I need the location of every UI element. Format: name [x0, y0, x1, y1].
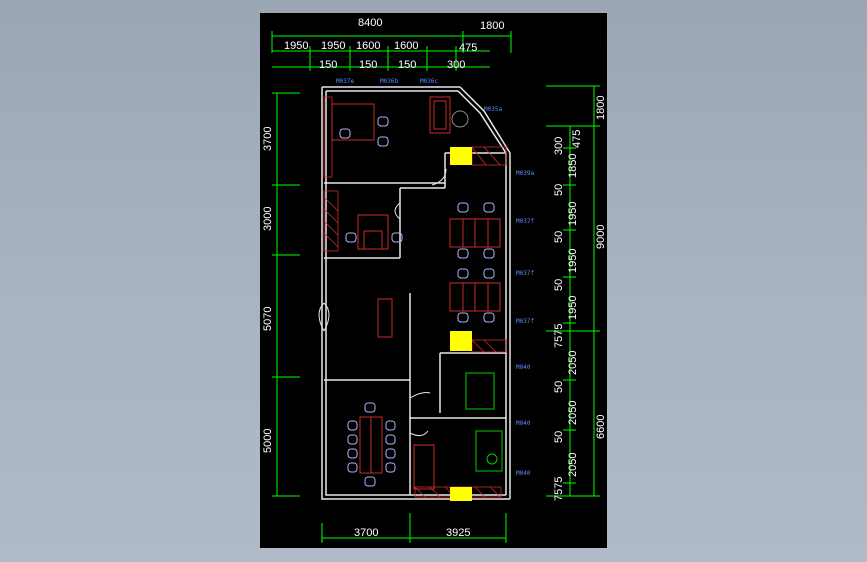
dim-right-inner-8: 1950 [567, 296, 579, 320]
green-furniture [465, 372, 503, 472]
dim-right-inner-9: 7575 [553, 324, 565, 348]
dim-right-inner-10: 2050 [567, 351, 579, 375]
floor-plan-drawing: 8400 1800 1950 1950 1600 1600 475 150 15… [262, 17, 607, 543]
window-label-right-3: M037f [516, 270, 534, 277]
dim-right-inner-12: 2050 [567, 401, 579, 425]
dim-left-4: 5000 [262, 429, 274, 453]
dim-right-inner-4: 1950 [567, 202, 579, 226]
chairs [339, 116, 495, 487]
plant-icon [451, 110, 469, 128]
wall-hatching [323, 96, 507, 498]
window-label-right-5: M040 [516, 364, 531, 371]
dim-right-inner-7: 50 [553, 279, 565, 291]
window-label-right-7: M040 [516, 470, 531, 477]
dim-small-3: 150 [398, 59, 416, 71]
dim-right-inner-15: 7575 [553, 477, 565, 501]
window-label-top-3: M036c [420, 78, 438, 85]
dim-top-right: 1800 [480, 20, 504, 32]
window-label-top-1: M037e [336, 78, 354, 85]
dim-right-inner-5: 50 [553, 231, 565, 243]
dimension-lines [271, 31, 600, 543]
dim-right-outer-3: 6600 [595, 415, 607, 439]
dim-left-2: 3000 [262, 207, 274, 231]
window-label-right-1: M039a [516, 170, 534, 177]
furniture [331, 96, 501, 490]
dim-right-outer-1: 1800 [595, 96, 607, 120]
dim-bottom-1: 3700 [354, 527, 378, 539]
dim-right-inner-3: 50 [553, 184, 565, 196]
drawing-sheet: 8400 1800 1950 1950 1600 1600 475 150 15… [260, 13, 607, 548]
dim-right-inner-14: 2050 [567, 453, 579, 477]
dim-small-2: 150 [359, 59, 377, 71]
window-label-top-2: M036b [380, 78, 398, 85]
dim-left-1: 3700 [262, 127, 274, 151]
dim-top-1: 1950 [284, 40, 308, 52]
dim-small-1: 150 [319, 59, 337, 71]
dim-top-4: 1600 [394, 40, 418, 52]
door-swings [318, 168, 447, 437]
window-label-right-6: M040 [516, 420, 531, 427]
walls [321, 86, 511, 500]
dim-top-total: 8400 [358, 17, 382, 29]
dim-right-inner-1: 300 [553, 137, 565, 155]
dim-bottom-2: 3925 [446, 527, 470, 539]
dim-right-inner-6: 1950 [567, 249, 579, 273]
dim-right-inner-13: 50 [553, 431, 565, 443]
door-blocks [450, 147, 472, 501]
dim-top-2: 1950 [321, 40, 345, 52]
dim-right-inner-2: 1850 [567, 154, 579, 178]
window-label-right-2: M037f [516, 218, 534, 225]
window-label-corner: M035a [484, 106, 502, 113]
dim-top-5: 475 [459, 42, 477, 54]
dim-left-3: 5070 [262, 307, 274, 331]
window-label-right-4: M037f [516, 318, 534, 325]
dim-top-3: 1600 [356, 40, 380, 52]
dim-right-inner-11: 50 [553, 381, 565, 393]
dim-right-outer-2: 9000 [595, 225, 607, 249]
dim-right-inner-small: 475 [571, 130, 583, 148]
dim-small-4: 300 [447, 59, 465, 71]
